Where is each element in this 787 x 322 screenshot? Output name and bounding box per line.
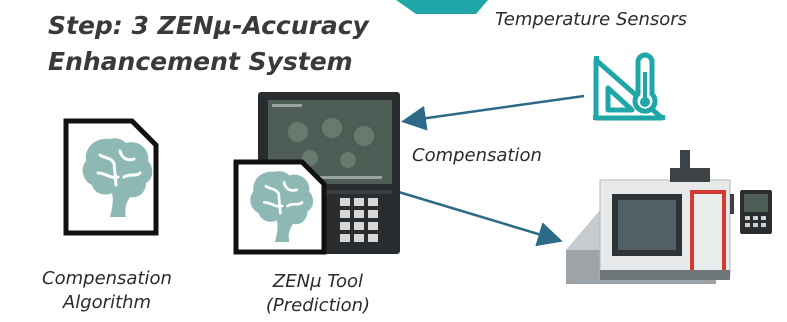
arrow-sensor-to-controller (401, 94, 585, 131)
page-title: Step: 3 ZENμ-Accuracy Enhancement System (48, 8, 448, 80)
zenmu-tool-label: ZENμ Tool (Prediction) (228, 270, 408, 318)
arrow-controller-to-machine (391, 188, 563, 247)
compensation-algorithm-label: Compensation Algorithm (0, 267, 214, 315)
zenmu-tool-line-2: (Prediction) (265, 295, 371, 316)
thermometer-icon (593, 52, 665, 121)
brain-document-icon (63, 118, 159, 236)
compensation-algorithm-line-1: Compensation (42, 268, 172, 289)
compensation-label: Compensation (412, 145, 542, 166)
temperature-sensors-label: Temperature Sensors (495, 9, 688, 30)
cnc-machine (566, 150, 772, 284)
title-line-1: Step: 3 ZENμ-Accuracy (48, 11, 369, 40)
zenmu-brain-icon (233, 159, 327, 255)
compensation-algorithm-line-2: Algorithm (62, 292, 152, 313)
zenmu-tool-line-1: ZENμ Tool (272, 271, 364, 292)
title-line-2: Enhancement System (48, 47, 353, 76)
teal-decoration (396, 0, 488, 14)
